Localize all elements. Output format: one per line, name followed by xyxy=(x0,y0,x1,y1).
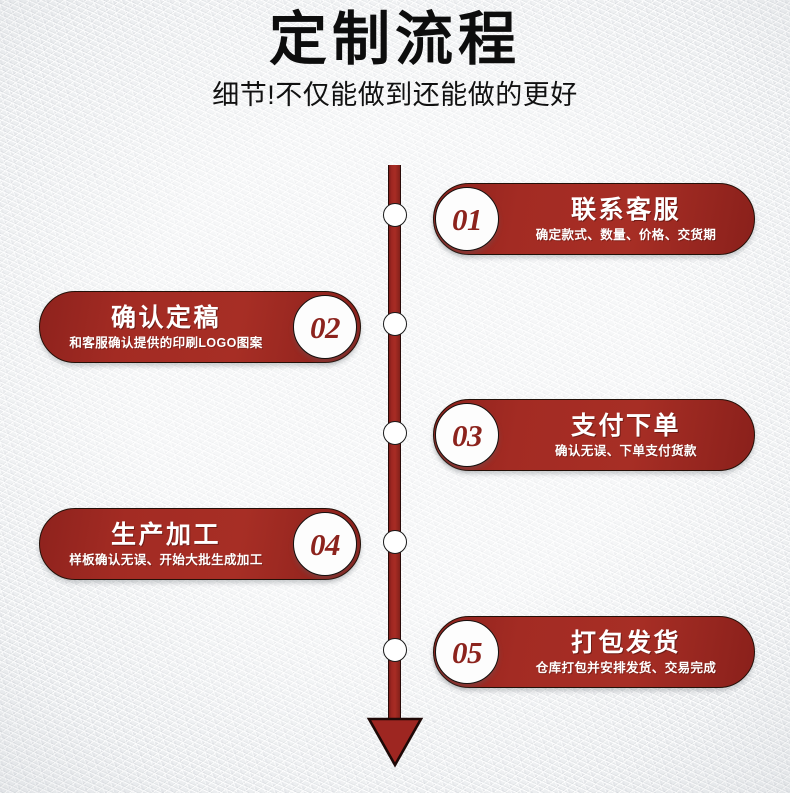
step-badge-01: 01 xyxy=(435,187,499,251)
step-number-05: 05 xyxy=(452,634,483,670)
step-badge-05: 05 xyxy=(435,620,499,684)
step-text-01: 联系客服确定款式、数量、价格、交货期 xyxy=(497,183,755,255)
timeline-dot-03 xyxy=(383,421,407,445)
step-badge-04: 04 xyxy=(293,512,357,576)
step-text-03: 支付下单确认无误、下单支付货款 xyxy=(497,399,755,471)
timeline-dot-01 xyxy=(383,203,407,227)
step-01[interactable]: 联系客服确定款式、数量、价格、交货期 01 xyxy=(0,183,790,255)
step-text-05: 打包发货仓库打包并安排发货、交易完成 xyxy=(497,616,755,688)
step-number-02: 02 xyxy=(310,309,341,345)
step-badge-03: 03 xyxy=(435,403,499,467)
timeline-dot-04 xyxy=(383,530,407,554)
step-04[interactable]: 生产加工样板确认无误、开始大批生成加工 04 xyxy=(0,508,790,580)
step-text-04: 生产加工样板确认无误、开始大批生成加工 xyxy=(39,508,293,580)
step-subtitle-01: 确定款式、数量、价格、交货期 xyxy=(535,227,717,242)
step-number-01: 01 xyxy=(452,201,483,237)
step-number-04: 04 xyxy=(310,526,341,562)
page-subtitle: 细节!不仅能做到还能做的更好 xyxy=(212,80,578,110)
step-03[interactable]: 支付下单确认无误、下单支付货款 03 xyxy=(0,399,790,471)
step-title-02: 确认定稿 xyxy=(110,303,221,332)
timeline-dot-02 xyxy=(383,312,407,336)
step-subtitle-03: 确认无误、下单支付货款 xyxy=(555,443,697,458)
step-subtitle-02: 和客服确认提供的印刷LOGO图案 xyxy=(69,335,263,350)
step-subtitle-05: 仓库打包并安排发货、交易完成 xyxy=(535,660,717,675)
step-badge-02: 02 xyxy=(293,295,357,359)
page-title: 定制流程 xyxy=(268,7,521,72)
step-05[interactable]: 打包发货仓库打包并安排发货、交易完成 05 xyxy=(0,616,790,688)
step-title-03: 支付下单 xyxy=(570,411,681,440)
step-title-04: 生产加工 xyxy=(110,520,221,549)
step-subtitle-04: 样板确认无误、开始大批生成加工 xyxy=(69,552,263,567)
step-02[interactable]: 确认定稿和客服确认提供的印刷LOGO图案 02 xyxy=(0,291,790,363)
timeline-dot-05 xyxy=(383,638,407,662)
step-number-03: 03 xyxy=(452,417,483,453)
step-title-01: 联系客服 xyxy=(570,195,681,224)
step-title-05: 打包发货 xyxy=(570,628,681,657)
header: 定制流程 细节!不仅能做到还能做的更好 xyxy=(0,0,790,109)
step-text-02: 确认定稿和客服确认提供的印刷LOGO图案 xyxy=(39,291,293,363)
down-arrow-icon xyxy=(366,716,424,768)
